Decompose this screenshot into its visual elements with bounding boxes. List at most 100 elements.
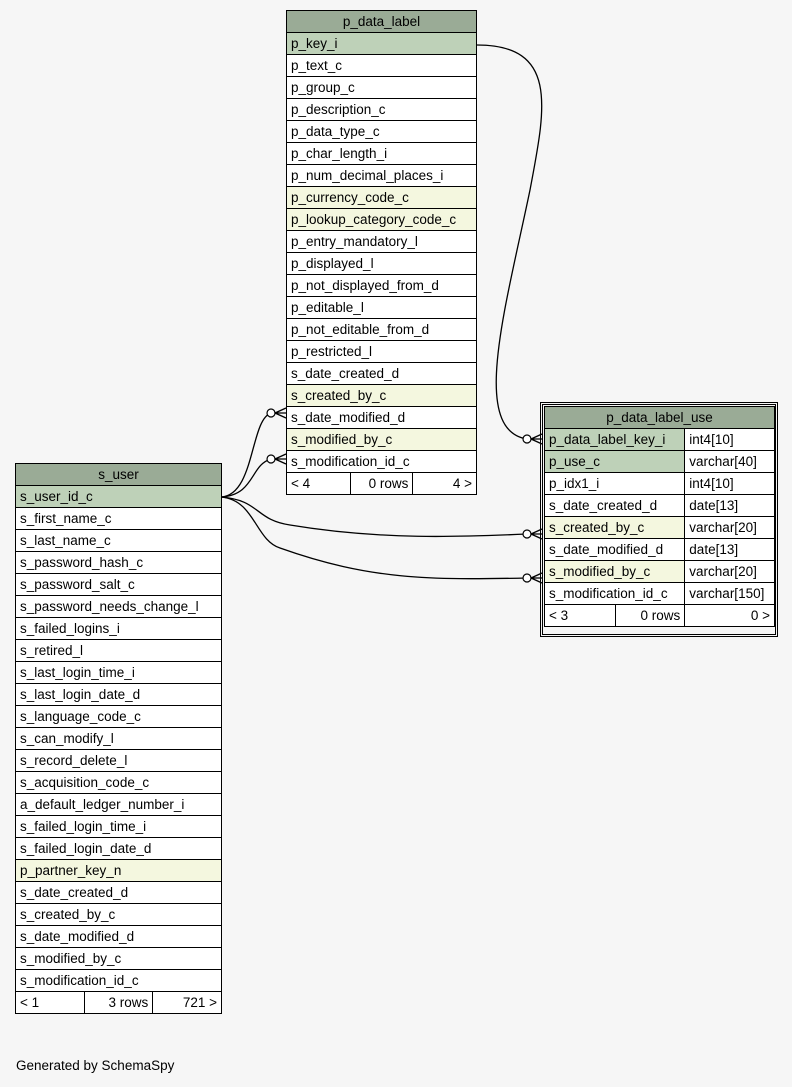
parents-count[interactable]: < 1 (15, 991, 85, 1014)
column-name: s_retired_l (15, 639, 222, 662)
column-row[interactable]: s_can_modify_l (15, 727, 222, 750)
column-row[interactable]: p_text_c (286, 54, 477, 77)
column-row[interactable]: p_group_c (286, 76, 477, 99)
table-title[interactable]: s_user (15, 463, 222, 486)
column-name: s_modification_id_c (15, 969, 222, 992)
column-row[interactable]: s_created_by_c (286, 384, 477, 407)
column-row[interactable]: p_lookup_category_code_c (286, 208, 477, 231)
column-row[interactable]: s_acquisition_code_c (15, 771, 222, 794)
column-row[interactable]: a_default_ledger_number_i (15, 793, 222, 816)
column-name: s_failed_login_date_d (15, 837, 222, 860)
column-row[interactable]: s_date_created_d (15, 881, 222, 904)
column-name: s_failed_logins_i (15, 617, 222, 640)
link-user-to-label-created-by (220, 412, 272, 498)
column-row[interactable]: s_modification_id_c (286, 450, 477, 473)
column-row[interactable]: s_failed_login_time_i (15, 815, 222, 838)
column-row[interactable]: p_displayed_l (286, 252, 477, 275)
column-name: s_last_login_time_i (15, 661, 222, 684)
column-name: s_modified_by_c (286, 428, 477, 451)
column-name: s_last_login_date_d (15, 683, 222, 706)
row-count[interactable]: 0 rows (614, 604, 686, 627)
column-row[interactable]: s_password_hash_c (15, 551, 222, 574)
column-row[interactable]: p_entry_mandatory_l (286, 230, 477, 253)
column-name: p_not_editable_from_d (286, 318, 477, 341)
column-row[interactable]: s_modification_id_c (15, 969, 222, 992)
column-row[interactable]: s_created_by_c (15, 903, 222, 926)
column-type: int4[10] (684, 472, 775, 495)
column-row[interactable]: s_date_created_d (286, 362, 477, 385)
column-name: s_acquisition_code_c (15, 771, 222, 794)
column-row[interactable]: s_password_needs_change_l (15, 595, 222, 618)
column-row[interactable]: p_editable_l (286, 296, 477, 319)
link-user-to-use-created-by (220, 496, 528, 538)
column-row[interactable]: s_failed_login_date_d (15, 837, 222, 860)
column-row[interactable]: p_not_displayed_from_d (286, 274, 477, 297)
column-type: date[13] (684, 538, 775, 561)
column-row[interactable]: p_data_type_c (286, 120, 477, 143)
column-row[interactable]: p_currency_code_c (286, 186, 477, 209)
column-row[interactable]: s_retired_l (15, 639, 222, 662)
parents-count[interactable]: < 3 (544, 604, 616, 627)
column-row[interactable]: p_num_decimal_places_i (286, 164, 477, 187)
row-count[interactable]: 0 rows (349, 472, 414, 495)
column-row[interactable]: p_partner_key_n (15, 859, 222, 882)
column-name: s_last_name_c (15, 529, 222, 552)
column-row[interactable]: s_modified_by_c (286, 428, 477, 451)
column-row[interactable]: s_password_salt_c (15, 573, 222, 596)
column-row[interactable]: p_key_i (286, 32, 477, 55)
column-row[interactable]: p_char_length_i (286, 142, 477, 165)
table-title[interactable]: p_data_label (286, 10, 477, 33)
column-name: s_user_id_c (15, 485, 222, 508)
column-row[interactable]: s_record_delete_l (15, 749, 222, 772)
generated-by-note: Generated by SchemaSpy (16, 1058, 175, 1073)
children-count[interactable]: 4 > (412, 472, 477, 495)
optional-marker-icon (266, 408, 276, 418)
column-name: s_created_by_c (15, 903, 222, 926)
column-name: s_password_hash_c (15, 551, 222, 574)
column-name: s_date_modified_d (286, 406, 477, 429)
column-name: s_password_needs_change_l (15, 595, 222, 618)
column-type: date[13] (684, 494, 775, 517)
column-row[interactable]: s_modified_by_c (15, 947, 222, 970)
column-name: p_description_c (286, 98, 477, 121)
column-name: p_idx1_i (543, 472, 686, 495)
column-row[interactable]: s_language_code_c (15, 705, 222, 728)
column-row[interactable]: s_first_name_c (15, 507, 222, 530)
column-row[interactable]: s_date_modified_d (286, 406, 477, 429)
column-row[interactable]: p_not_editable_from_d (286, 318, 477, 341)
children-count[interactable]: 0 > (684, 604, 775, 627)
column-row[interactable]: s_last_login_time_i (15, 661, 222, 684)
column-name: s_failed_login_time_i (15, 815, 222, 838)
column-row[interactable]: s_user_id_c (15, 485, 222, 508)
column-name: p_restricted_l (286, 340, 477, 363)
children-count[interactable]: 721 > (152, 991, 222, 1014)
column-name: s_password_salt_c (15, 573, 222, 596)
column-row[interactable]: p_description_c (286, 98, 477, 121)
column-row[interactable]: s_failed_logins_i (15, 617, 222, 640)
column-row[interactable]: s_last_login_date_d (15, 683, 222, 706)
column-name: s_created_by_c (286, 384, 477, 407)
table-title[interactable]: p_data_label_use (544, 406, 775, 429)
column-name: a_default_ledger_number_i (15, 793, 222, 816)
row-count[interactable]: 3 rows (83, 991, 154, 1014)
column-row[interactable]: p_restricted_l (286, 340, 477, 363)
column-row[interactable]: s_date_modified_d (15, 925, 222, 948)
column-name: p_char_length_i (286, 142, 477, 165)
parents-count[interactable]: < 4 (286, 472, 351, 495)
column-row[interactable]: s_last_name_c (15, 529, 222, 552)
